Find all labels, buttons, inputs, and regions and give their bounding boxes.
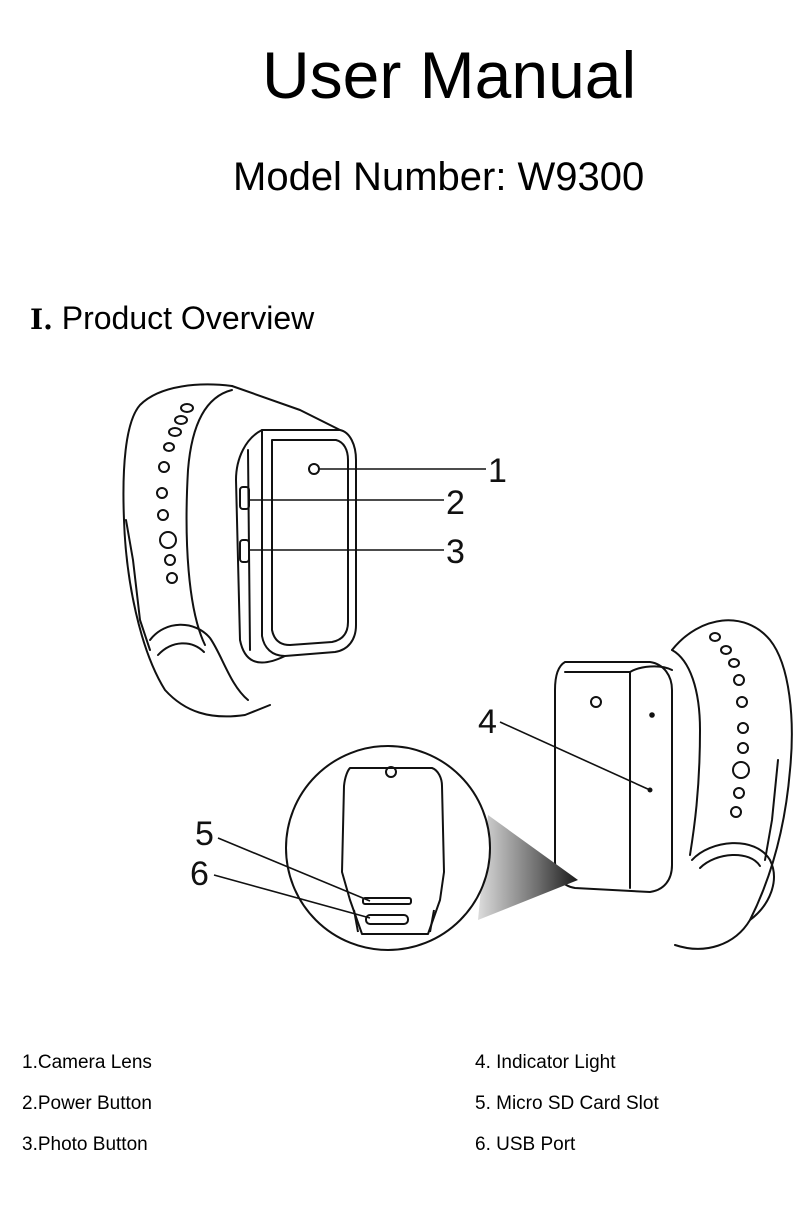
product-diagram: 1 2 3 4 5 6	[122, 383, 793, 951]
callout-1: 1	[488, 452, 507, 490]
page-title: User Manual	[262, 38, 637, 112]
camera-lens-1	[308, 463, 320, 475]
magnified-inset	[285, 745, 491, 951]
model-number: Model Number: W9300	[233, 155, 645, 199]
callout-6: 6	[190, 855, 209, 893]
inset-watch-bottom	[341, 766, 445, 935]
watch-front-band-outer	[122, 383, 271, 718]
callout-2: 2	[446, 484, 465, 522]
photo-button-1	[239, 539, 250, 563]
watch-front-view	[122, 383, 357, 718]
watch-side-body	[554, 661, 673, 893]
power-button-1	[239, 486, 250, 510]
section-heading: I. Product Overview	[30, 302, 314, 334]
legend-camera-lens: 1.Camera Lens	[22, 1052, 152, 1073]
leader-lines	[213, 468, 651, 919]
legend-usb-port: 6. USB Port	[475, 1134, 576, 1155]
indicator-light-dot	[649, 712, 655, 718]
micro-sd-slot	[362, 897, 412, 905]
magnify-beam	[478, 815, 578, 920]
legend-photo-button: 3.Photo Button	[22, 1134, 148, 1155]
callout-5: 5	[195, 815, 214, 853]
watch-front-band-inner	[185, 389, 233, 646]
section-numeral: I.	[30, 303, 53, 336]
legend-power-button: 2.Power Button	[22, 1093, 152, 1114]
legend-micro-sd-slot: 5. Micro SD Card Slot	[475, 1093, 659, 1114]
watch-front-body	[261, 429, 357, 657]
watch-side-band-outer	[671, 619, 793, 950]
legend-indicator-light: 4. Indicator Light	[475, 1052, 616, 1073]
callout-3: 3	[446, 533, 465, 571]
section-title: Product Overview	[61, 300, 315, 336]
camera-lens-2	[590, 696, 602, 708]
usb-port	[365, 914, 409, 925]
watch-side-view	[554, 619, 793, 950]
callout-4: 4	[478, 703, 497, 741]
watch-side-band-inner	[671, 649, 701, 856]
